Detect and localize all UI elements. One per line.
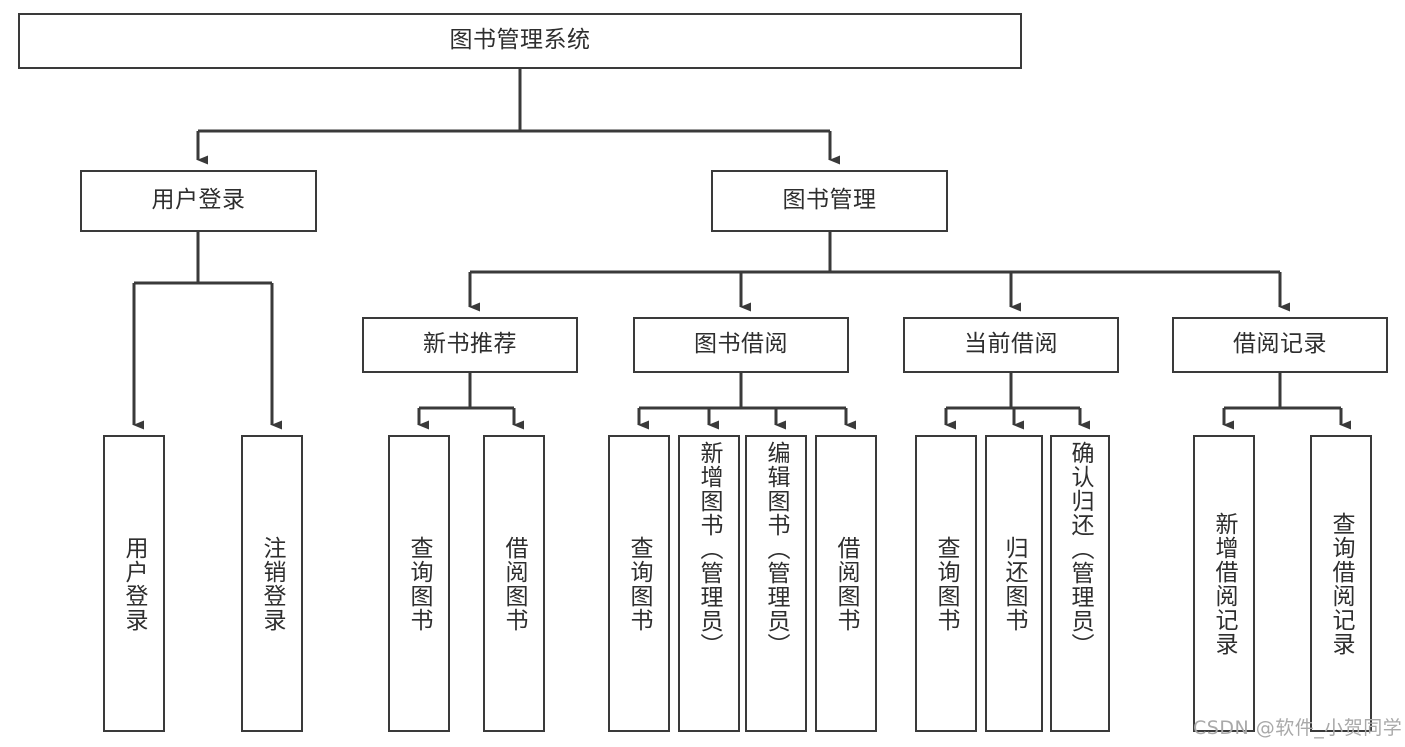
node-leaf-logout-login[interactable]: 注销登录 (241, 435, 303, 732)
node-current-borrow[interactable]: 当前借阅 (903, 317, 1119, 373)
node-leaf-query-borrow-record[interactable]: 查询借阅记录 (1310, 435, 1372, 732)
node-leaf-return-book-label: 归还图书 (1001, 535, 1028, 632)
node-user-login-label: 用户登录 (151, 187, 246, 214)
node-leaf-borrow-book-2[interactable]: 借阅图书 (815, 435, 877, 732)
node-new-book-recommend-label: 新书推荐 (423, 331, 517, 358)
node-borrow-record[interactable]: 借阅记录 (1172, 317, 1388, 373)
node-book-manage[interactable]: 图书管理 (711, 170, 948, 232)
node-leaf-confirm-return-label: 确认归还（管理员） (1067, 441, 1094, 657)
connectors-book-borrow-to-leaves (637, 373, 856, 430)
node-leaf-query-book-3-label: 查询图书 (933, 535, 960, 632)
node-leaf-add-borrow-record[interactable]: 新增借阅记录 (1193, 435, 1255, 732)
node-borrow-record-label: 借阅记录 (1233, 331, 1327, 358)
node-leaf-borrow-book-2-label: 借阅图书 (833, 535, 860, 632)
node-leaf-borrow-book-1[interactable]: 借阅图书 (483, 435, 545, 732)
node-book-borrow-label: 图书借阅 (694, 331, 788, 358)
node-user-login[interactable]: 用户登录 (80, 170, 317, 232)
node-leaf-borrow-book-1-label: 借阅图书 (501, 535, 528, 632)
node-leaf-query-book-2-label: 查询图书 (626, 535, 653, 632)
node-leaf-user-login-label: 用户登录 (121, 535, 148, 632)
node-leaf-user-login[interactable]: 用户登录 (103, 435, 165, 732)
connectors-user-login-to-leaves (132, 232, 282, 430)
connectors-root-to-level2 (196, 69, 840, 165)
node-leaf-query-borrow-record-label: 查询借阅记录 (1328, 511, 1355, 656)
node-leaf-add-book[interactable]: 新增图书（管理员） (678, 435, 740, 732)
node-leaf-query-book-2[interactable]: 查询图书 (608, 435, 670, 732)
node-leaf-query-book-3[interactable]: 查询图书 (915, 435, 977, 732)
connectors-current-borrow-to-leaves (944, 373, 1090, 430)
node-root-label: 图书管理系统 (449, 27, 591, 54)
connectors-borrow-record-to-leaves (1222, 373, 1351, 430)
node-new-book-recommend[interactable]: 新书推荐 (362, 317, 578, 373)
node-leaf-logout-login-label: 注销登录 (259, 535, 286, 632)
node-current-borrow-label: 当前借阅 (964, 331, 1058, 358)
node-leaf-add-borrow-record-label: 新增借阅记录 (1211, 511, 1238, 656)
node-leaf-add-book-label: 新增图书（管理员） (696, 441, 723, 657)
connectors-new-book-recommend-to-leaves (417, 373, 524, 430)
node-root-system[interactable]: 图书管理系统 (18, 13, 1022, 69)
node-leaf-edit-book[interactable]: 编辑图书（管理员） (745, 435, 807, 732)
node-leaf-confirm-return[interactable]: 确认归还（管理员） (1050, 435, 1110, 732)
node-leaf-return-book[interactable]: 归还图书 (985, 435, 1043, 732)
connectors-book-manage-to-level3 (468, 232, 1290, 312)
node-leaf-query-book-1-label: 查询图书 (406, 535, 433, 632)
node-book-borrow[interactable]: 图书借阅 (633, 317, 849, 373)
node-leaf-edit-book-label: 编辑图书（管理员） (763, 441, 790, 657)
node-leaf-query-book-1[interactable]: 查询图书 (388, 435, 450, 732)
node-book-manage-label: 图书管理 (782, 187, 877, 214)
